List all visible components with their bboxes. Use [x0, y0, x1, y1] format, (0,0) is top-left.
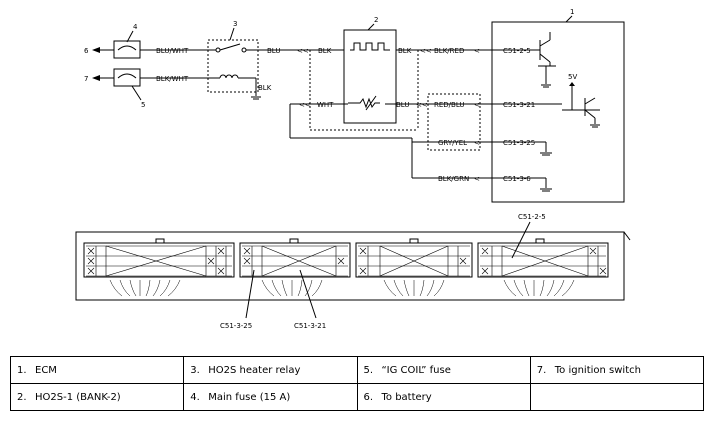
legend-num: 3. [190, 364, 200, 376]
legend-cell: 1. ECM [9, 356, 185, 384]
connector-wire-bundle [109, 279, 575, 297]
legend-num: 6. [363, 391, 374, 403]
legend-num: 4. [190, 391, 200, 403]
wire-label-blk-grn: BLK/GRN [438, 175, 469, 183]
callout-ig-fuse: 5 [141, 101, 145, 109]
callout-relay: 3 [233, 20, 237, 28]
legend-text: HO2S-1 (BANK-2) [35, 391, 121, 403]
legend-num: 1. [17, 364, 27, 376]
wiring-diagram: 6 7 4 5 BLU/WHT BLK/WHT 3 BLK [75, 8, 631, 330]
wire-label-blu-out: BLU [396, 101, 409, 109]
connector-outline [75, 231, 625, 301]
schematic: 6 7 4 5 BLU/WHT BLK/WHT 3 BLK [84, 8, 625, 203]
legend-text: To ignition switch [554, 364, 641, 376]
svg-text:<<: << [299, 101, 311, 109]
main-fuse-link [117, 45, 137, 51]
legend-text: ECM [35, 364, 57, 376]
wire-label-blu-relay: BLU [267, 47, 280, 55]
legend-cell: 4. Main fuse (15 A) [183, 383, 358, 411]
wire-label-blk-ground: BLK [258, 84, 272, 92]
relay-coil [219, 74, 239, 79]
legend-cell: 3. HO2S heater relay [183, 356, 358, 384]
connector-view: C51-2-5 C51-3-25 C51-3-21 [75, 213, 631, 330]
legend-text: Main fuse (15 A) [208, 391, 291, 403]
wire-label-wht: WHT [317, 101, 334, 109]
legend-cell: 7. To ignition switch [529, 356, 705, 384]
connector-pins [86, 245, 607, 277]
terminal-c51-2-5: C51-2-5 [503, 47, 531, 55]
ecm-supply-5v: 5V [568, 73, 577, 81]
legend-num: 7. [536, 364, 547, 376]
callout-ecm: 1 [570, 8, 574, 16]
connector-block-4 [477, 238, 609, 278]
ho2s-sensor [343, 29, 397, 124]
heater-element [350, 42, 390, 51]
wire-label-blk-red: BLK/RED [434, 47, 464, 55]
terminal-c51-3-21: C51-3-21 [503, 101, 535, 109]
heater-relay [207, 39, 259, 93]
legend-row: 1. ECM 3. HO2S heater relay 5. “IG COIL” fu… [9, 356, 705, 384]
wire-label-red-blu: RED/BLU [434, 101, 465, 109]
legend-text: To battery [381, 391, 432, 403]
legend-num: 2. [17, 391, 27, 403]
shield-box [427, 93, 481, 151]
callout-ign-switch: 7 [84, 75, 88, 83]
svg-text:<: < [474, 139, 480, 147]
legend-text: HO2S heater relay [208, 364, 301, 376]
legend-text: “IG COIL” fuse [381, 364, 451, 376]
callout-ho2s: 2 [374, 16, 378, 24]
svg-text:<: < [474, 175, 480, 183]
callout-main-fuse: 4 [133, 23, 138, 31]
legend-cell [529, 383, 705, 411]
svg-text:<: < [474, 101, 480, 109]
svg-text:<: < [474, 47, 480, 55]
connector-label-c51-2-5: C51-2-5 [518, 213, 546, 221]
sensor-element [348, 95, 380, 111]
svg-text:<<: << [297, 47, 309, 55]
ig-coil-fuse-link [117, 73, 137, 79]
legend-num: 5. [363, 364, 374, 376]
legend-cell: 2. HO2S-1 (BANK-2) [9, 383, 185, 411]
connector-block-3 [355, 238, 473, 278]
connector-label-c51-3-21: C51-3-21 [294, 322, 326, 330]
legend-cell: 5. “IG COIL” fuse [356, 356, 531, 384]
legend-table: 1. ECM 3. HO2S heater relay 5. “IG COIL” fu… [9, 356, 705, 411]
legend-row: 2. HO2S-1 (BANK-2) 4. Main fuse (15 A) 6. T… [9, 383, 705, 411]
wire-label-blk-in: BLK [318, 47, 332, 55]
arrow-battery [92, 47, 100, 53]
wire-label-blk-out: BLK [398, 47, 412, 55]
svg-text:<<: << [420, 47, 432, 55]
arrow-ign-switch [92, 75, 100, 81]
legend-cell: 6. To battery [356, 383, 531, 411]
svg-text:<<: << [416, 101, 428, 109]
connector-label-c51-3-25: C51-3-25 [220, 322, 252, 330]
terminal-c51-3-25: C51-3-25 [503, 139, 535, 147]
connector-block-1 [83, 238, 235, 278]
wire-label-blk-wht: BLK/WHT [156, 75, 189, 83]
wire-label-gry-yel: GRY/YEL [438, 139, 467, 147]
terminal-c51-3-6: C51-3-6 [503, 175, 531, 183]
callout-battery: 6 [84, 47, 89, 55]
connector-block-2 [239, 238, 351, 278]
ecm-box [491, 21, 625, 203]
relay-contact [219, 43, 241, 51]
wire-label-blu-wht: BLU/WHT [156, 47, 189, 55]
